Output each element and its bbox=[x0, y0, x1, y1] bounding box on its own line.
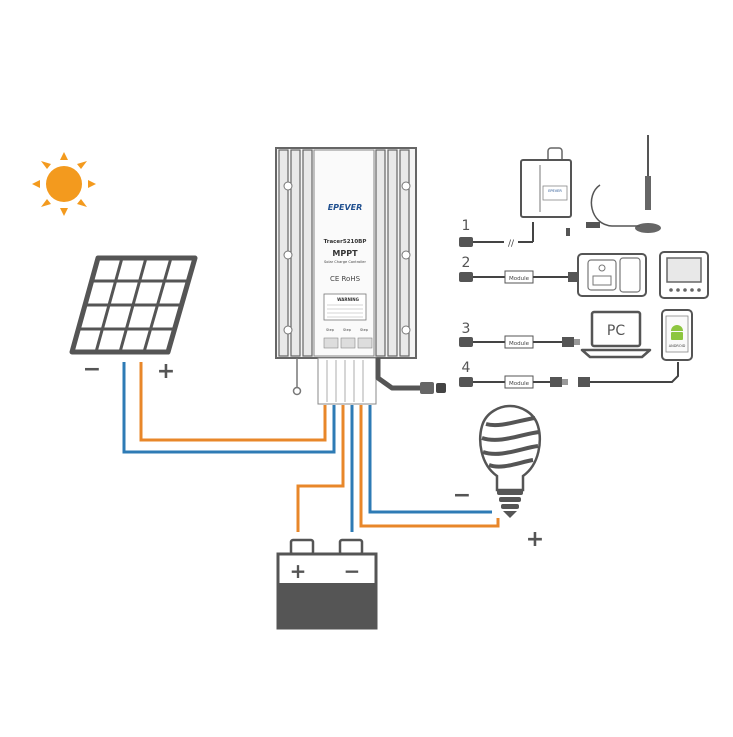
option-1-number: 1 bbox=[462, 218, 471, 234]
option-2-cable: Module bbox=[459, 270, 578, 284]
display-unit-icon bbox=[659, 251, 709, 299]
smartphone-icon: ANDROID bbox=[661, 309, 693, 361]
terminal-block bbox=[317, 357, 377, 405]
solar-panel-icon bbox=[69, 255, 198, 355]
option-4-number: 4 bbox=[462, 360, 471, 376]
comm-connector bbox=[420, 382, 434, 394]
option-3-cable: Module bbox=[459, 335, 580, 349]
wireless-module-icon: EPEVER bbox=[520, 147, 572, 236]
load-positive-wire bbox=[359, 405, 500, 528]
load-negative-wire bbox=[368, 405, 492, 514]
bulb-minus-label: − bbox=[453, 483, 471, 508]
step2-label: Step bbox=[343, 328, 352, 332]
comm-connector-plug bbox=[436, 383, 446, 393]
charge-controller: EPEVER Tracer5210BP MPPT Solar Charge Co… bbox=[275, 147, 417, 405]
panel-negative-wire bbox=[122, 362, 336, 454]
antenna-icon bbox=[586, 135, 661, 233]
module-brand: EPEVER bbox=[548, 189, 562, 193]
option-4-cable: Module bbox=[459, 362, 679, 389]
pc-icon: PC bbox=[580, 310, 652, 359]
option-1-cable: // bbox=[459, 222, 534, 249]
svg-text://: // bbox=[508, 239, 515, 249]
battery-positive-wire bbox=[296, 405, 345, 532]
subtitle-label: Solar Charge Controller bbox=[324, 260, 367, 264]
step3-label: Step bbox=[360, 328, 369, 332]
temp-sensor-icon bbox=[292, 386, 302, 396]
battery-minus-label: − bbox=[344, 559, 361, 583]
pc-label: PC bbox=[607, 323, 625, 339]
option-2-module-label: Module bbox=[509, 276, 530, 282]
warning-label: WARNING bbox=[337, 297, 359, 302]
light-bulb-icon bbox=[479, 404, 541, 518]
cert-label: CE RoHS bbox=[330, 275, 361, 283]
sun-icon bbox=[32, 152, 96, 216]
remote-meter-icon bbox=[577, 253, 647, 297]
option-3-number: 3 bbox=[462, 321, 471, 337]
battery-icon bbox=[276, 538, 378, 630]
panel-minus-label: − bbox=[83, 357, 101, 382]
brand-logo: EPEVER bbox=[328, 203, 363, 212]
model-label: Tracer5210BP bbox=[324, 239, 367, 245]
step1-label: Step bbox=[326, 328, 335, 332]
option-2-number: 2 bbox=[462, 255, 471, 271]
option-3-module-label: Module bbox=[509, 341, 530, 347]
option-4-module-label: Module bbox=[509, 381, 530, 387]
bulb-plus-label: + bbox=[526, 527, 544, 552]
android-label: ANDROID bbox=[669, 344, 686, 348]
mppt-label: MPPT bbox=[332, 249, 358, 258]
panel-positive-wire bbox=[139, 362, 327, 442]
comm-cable bbox=[375, 358, 420, 391]
battery-plus-label: + bbox=[290, 559, 307, 583]
panel-plus-label: + bbox=[157, 359, 175, 384]
android-logo-icon bbox=[671, 325, 683, 340]
